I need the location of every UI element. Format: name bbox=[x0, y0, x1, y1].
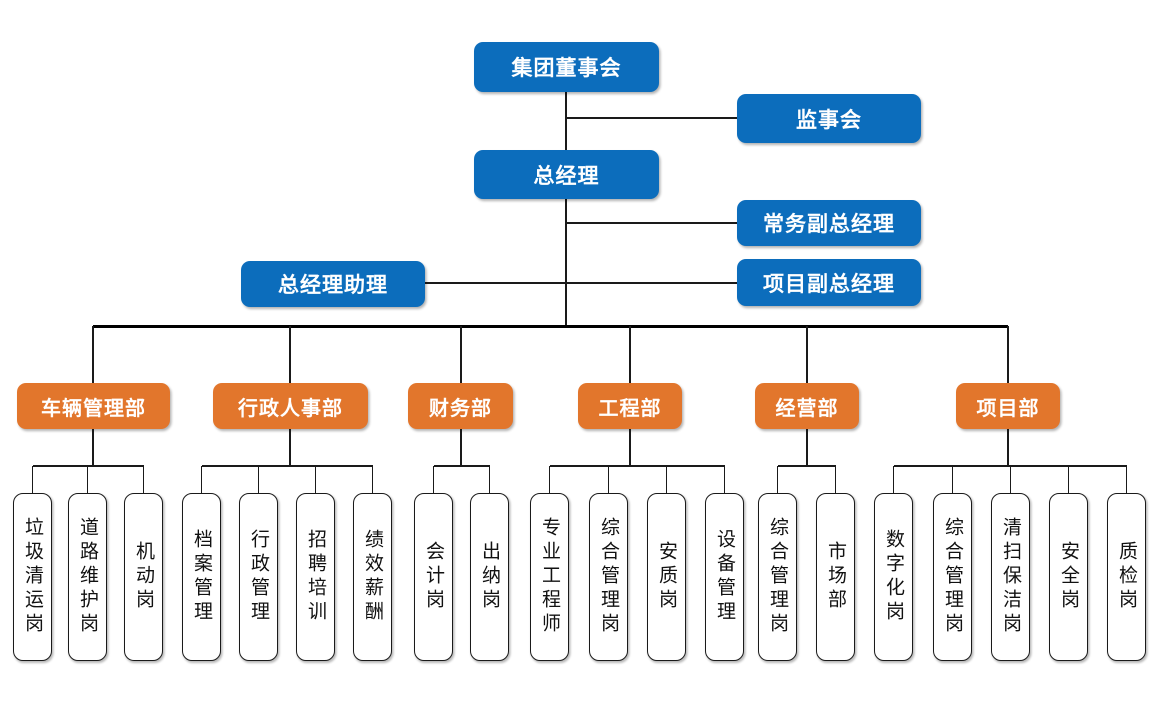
node-position-project-3[interactable]: 安全岗 bbox=[1049, 493, 1088, 661]
department-child-drop-admin_hr bbox=[289, 429, 291, 466]
spine-connector bbox=[565, 92, 567, 326]
child-drop-project-1 bbox=[951, 466, 954, 493]
connector-to-supervisory-board bbox=[566, 117, 737, 119]
child-bus-engineering bbox=[549, 465, 725, 467]
connector-to-project-deputy-gm bbox=[566, 282, 737, 284]
node-position-admin_hr-3[interactable]: 绩效薪酬 bbox=[353, 493, 392, 661]
node-position-business-0[interactable]: 综合管理岗 bbox=[758, 493, 797, 661]
connector-to-gm-assistant bbox=[425, 282, 566, 284]
child-drop-engineering-0 bbox=[548, 466, 551, 493]
node-executive-deputy-gm[interactable]: 常务副总经理 bbox=[737, 200, 921, 246]
node-position-vehicle-1[interactable]: 道路维护岗 bbox=[68, 493, 107, 661]
node-project-deputy-gm[interactable]: 项目副总经理 bbox=[737, 259, 921, 306]
node-position-project-1[interactable]: 综合管理岗 bbox=[933, 493, 972, 661]
child-drop-admin_hr-1 bbox=[257, 466, 260, 493]
child-drop-project-4 bbox=[1125, 466, 1128, 493]
node-position-finance-0[interactable]: 会计岗 bbox=[414, 493, 453, 661]
node-position-engineering-2[interactable]: 安质岗 bbox=[647, 493, 686, 661]
node-position-engineering-1[interactable]: 综合管理岗 bbox=[589, 493, 628, 661]
child-bus-business bbox=[777, 465, 836, 467]
department-drop-business bbox=[806, 326, 808, 383]
node-department-vehicle[interactable]: 车辆管理部 bbox=[17, 383, 170, 429]
node-position-project-2[interactable]: 清扫保洁岗 bbox=[991, 493, 1030, 661]
department-drop-project bbox=[1007, 326, 1009, 383]
node-position-project-0[interactable]: 数字化岗 bbox=[874, 493, 913, 661]
department-child-drop-engineering bbox=[629, 429, 631, 466]
child-drop-vehicle-0 bbox=[31, 466, 34, 493]
node-supervisory-board[interactable]: 监事会 bbox=[737, 94, 921, 143]
node-general-manager[interactable]: 总经理 bbox=[474, 150, 659, 199]
node-department-project[interactable]: 项目部 bbox=[956, 383, 1060, 429]
child-drop-finance-1 bbox=[488, 466, 491, 493]
child-drop-project-0 bbox=[892, 466, 895, 493]
child-drop-admin_hr-0 bbox=[200, 466, 203, 493]
department-child-drop-finance bbox=[460, 429, 462, 466]
node-position-finance-1[interactable]: 出纳岗 bbox=[470, 493, 509, 661]
department-child-drop-vehicle bbox=[92, 429, 94, 466]
node-position-vehicle-2[interactable]: 机动岗 bbox=[124, 493, 163, 661]
node-department-admin_hr[interactable]: 行政人事部 bbox=[213, 383, 368, 429]
node-position-admin_hr-1[interactable]: 行政管理 bbox=[239, 493, 278, 661]
child-drop-engineering-3 bbox=[723, 466, 726, 493]
department-drop-admin_hr bbox=[289, 326, 291, 383]
node-position-vehicle-0[interactable]: 垃圾清运岗 bbox=[13, 493, 52, 661]
child-drop-admin_hr-3 bbox=[371, 466, 374, 493]
department-drop-finance bbox=[460, 326, 462, 383]
child-drop-engineering-1 bbox=[607, 466, 610, 493]
child-drop-admin_hr-2 bbox=[314, 466, 317, 493]
child-bus-admin_hr bbox=[201, 465, 373, 467]
node-gm-assistant[interactable]: 总经理助理 bbox=[241, 261, 425, 307]
node-position-engineering-3[interactable]: 设备管理 bbox=[705, 493, 744, 661]
node-board-of-directors[interactable]: 集团董事会 bbox=[474, 42, 659, 92]
node-department-engineering[interactable]: 工程部 bbox=[578, 383, 682, 429]
child-drop-engineering-2 bbox=[665, 466, 668, 493]
node-position-business-1[interactable]: 市场部 bbox=[816, 493, 855, 661]
child-drop-business-0 bbox=[776, 466, 779, 493]
child-drop-project-2 bbox=[1009, 466, 1012, 493]
department-child-drop-business bbox=[806, 429, 808, 466]
child-drop-vehicle-2 bbox=[142, 466, 145, 493]
department-bus-line bbox=[93, 325, 1008, 328]
node-position-engineering-0[interactable]: 专业工程师 bbox=[530, 493, 569, 661]
node-department-finance[interactable]: 财务部 bbox=[408, 383, 513, 429]
child-drop-business-1 bbox=[834, 466, 837, 493]
node-position-admin_hr-0[interactable]: 档案管理 bbox=[182, 493, 221, 661]
child-drop-vehicle-1 bbox=[86, 466, 89, 493]
node-position-admin_hr-2[interactable]: 招聘培训 bbox=[296, 493, 335, 661]
child-drop-finance-0 bbox=[432, 466, 435, 493]
connector-to-exec-deputy-gm bbox=[566, 222, 737, 224]
child-bus-finance bbox=[433, 465, 490, 467]
node-position-project-4[interactable]: 质检岗 bbox=[1107, 493, 1146, 661]
department-drop-engineering bbox=[629, 326, 631, 383]
department-child-drop-project bbox=[1007, 429, 1009, 466]
department-drop-vehicle bbox=[92, 326, 94, 383]
node-department-business[interactable]: 经营部 bbox=[755, 383, 859, 429]
child-bus-vehicle bbox=[32, 465, 144, 467]
child-drop-project-3 bbox=[1067, 466, 1070, 493]
child-bus-project bbox=[893, 465, 1127, 467]
